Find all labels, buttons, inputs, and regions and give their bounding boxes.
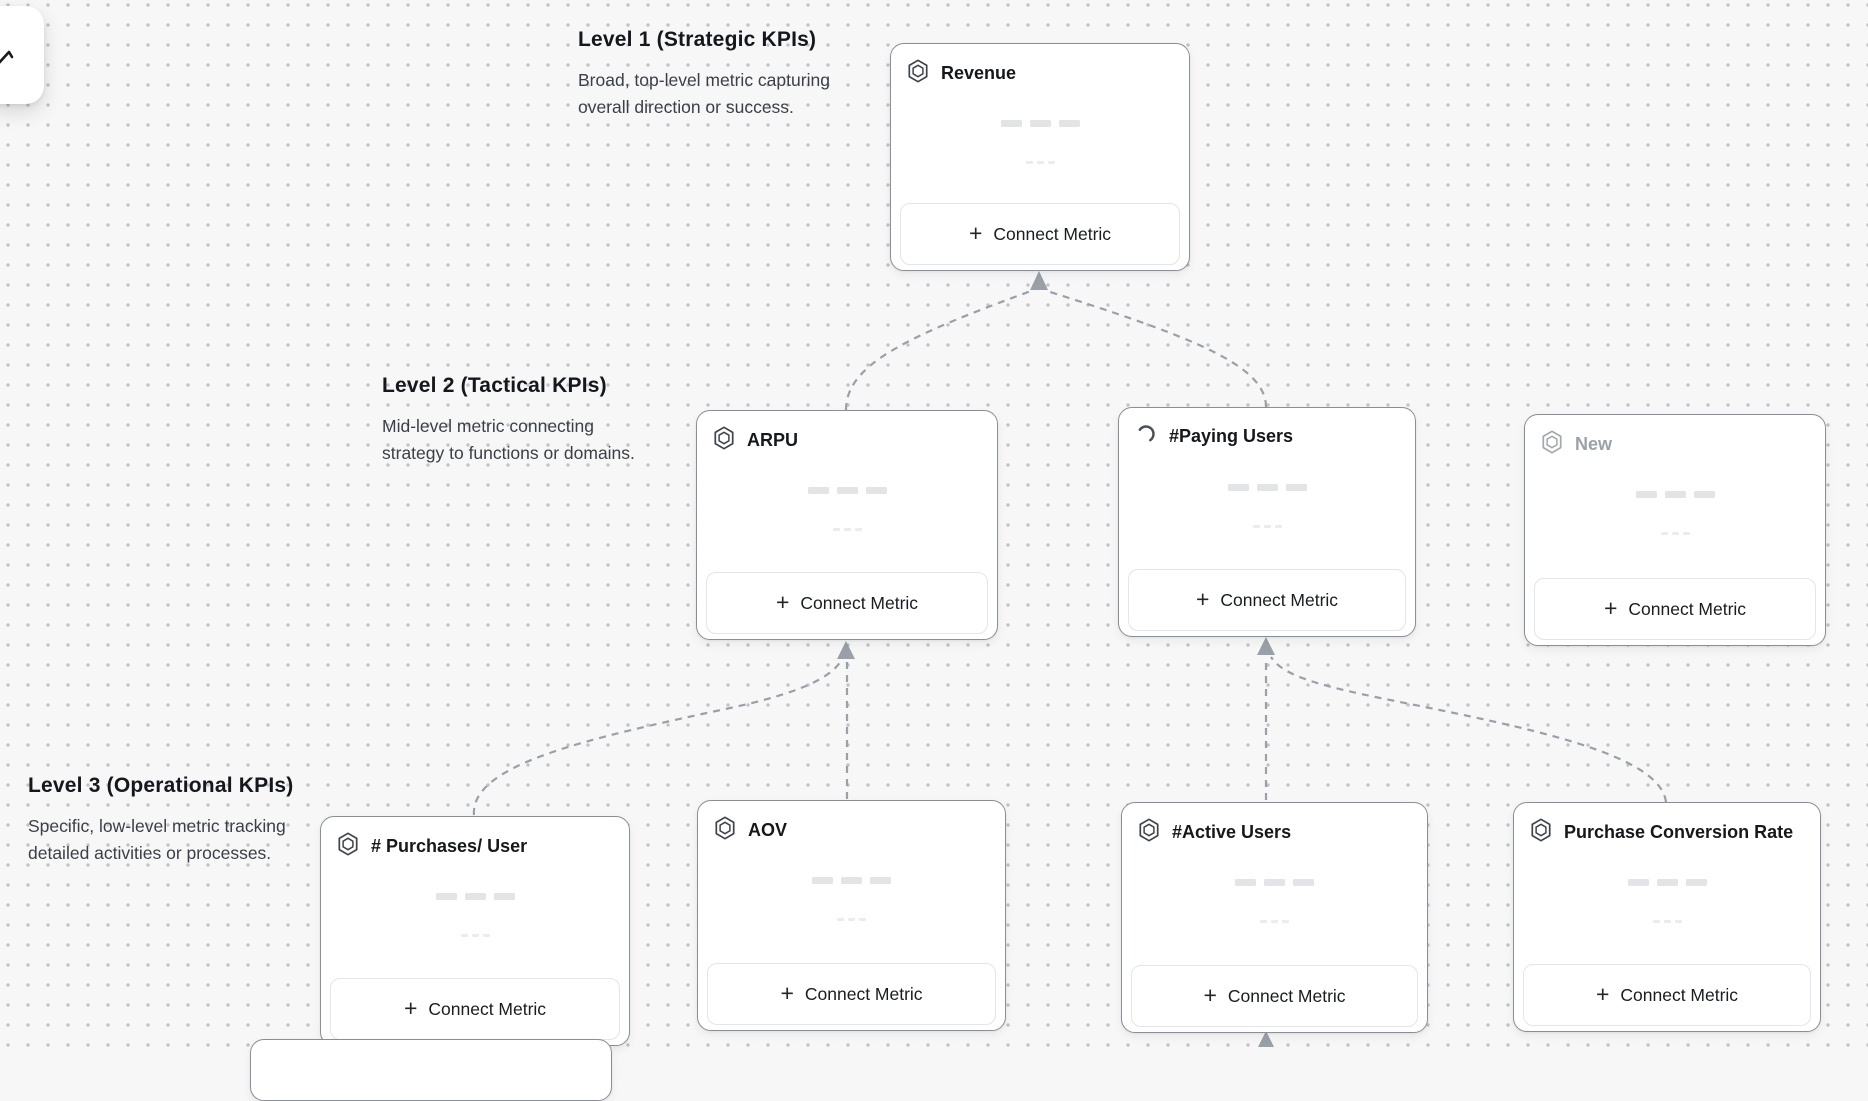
level-2-header: Level 2 (Tactical KPIs) Mid-level metric… [382, 374, 635, 467]
level-2-description: Mid-level metric connecting strategy to … [382, 416, 635, 463]
plus-icon: + [1595, 980, 1610, 1007]
connect-metric-button[interactable]: + Connect Metric [1523, 964, 1811, 1026]
hexagon-metric-icon [1138, 818, 1160, 847]
hexagon-metric-icon [337, 832, 359, 861]
level-3-description: Specific, low-level metric tracking deta… [28, 816, 286, 863]
connect-metric-button[interactable]: + Connect Metric [1128, 569, 1406, 631]
connect-metric-label: Connect Metric [428, 998, 547, 1019]
level-1-description: Broad, top-level metric capturing overal… [578, 70, 830, 117]
connect-metric-label: Connect Metric [1620, 984, 1739, 1005]
metric-placeholder-row-small [1119, 525, 1415, 528]
floating-toolbar[interactable] [0, 6, 44, 104]
hexagon-metric-icon [907, 59, 929, 88]
metric-placeholder-row [1514, 879, 1820, 886]
kpi-card-paying-users[interactable]: #Paying Users + Connect Metric [1118, 407, 1416, 637]
card-header: AOV [714, 816, 787, 845]
kpi-card-purchase-conversion-rate[interactable]: Purchase Conversion Rate + Connect Metri… [1513, 802, 1821, 1032]
kpi-card-partial[interactable] [250, 1039, 612, 1101]
card-header: #Paying Users [1135, 423, 1293, 450]
kpi-card-new[interactable]: New + Connect Metric [1524, 414, 1826, 646]
card-header: ARPU [713, 426, 798, 455]
kpi-card-title: Purchase Conversion Rate [1564, 822, 1794, 842]
card-header: # Purchases/ User [337, 832, 527, 861]
kpi-card-title: # Purchases/ User [371, 836, 528, 856]
kpi-card-title: Revenue [941, 63, 1017, 83]
kpi-card-title: New [1575, 434, 1613, 454]
plus-icon: + [780, 979, 794, 1006]
cursor-icon [0, 50, 14, 64]
hexagon-metric-icon [714, 816, 736, 845]
card-header: Purchase Conversion Rate [1530, 818, 1793, 847]
metric-placeholder-row-small [321, 934, 629, 937]
metric-placeholder-row [1119, 484, 1415, 491]
plus-icon: + [1603, 594, 1618, 621]
kpi-card-title: #Active Users [1172, 822, 1292, 842]
metric-placeholder-row [891, 120, 1189, 127]
kpi-card-title: ARPU [747, 430, 799, 450]
connect-metric-label: Connect Metric [804, 983, 923, 1004]
card-header: New [1541, 430, 1612, 459]
connect-metric-button[interactable]: + Connect Metric [900, 203, 1180, 265]
card-header: Revenue [907, 59, 1016, 88]
connect-metric-button[interactable]: + Connect Metric [707, 963, 996, 1025]
loading-spinner-icon [1135, 423, 1157, 450]
metric-placeholder-row [1525, 491, 1825, 498]
connect-metric-button[interactable]: + Connect Metric [1534, 578, 1816, 640]
connect-metric-label: Connect Metric [993, 223, 1112, 244]
plus-icon: + [1195, 585, 1210, 612]
hexagon-metric-icon [1541, 430, 1563, 459]
metric-placeholder-row-small [1122, 920, 1427, 923]
connect-metric-label: Connect Metric [1220, 589, 1339, 610]
hexagon-metric-icon [1530, 818, 1552, 847]
connect-metric-button[interactable]: + Connect Metric [706, 572, 988, 634]
kpi-card-revenue[interactable]: Revenue + Connect Metric [890, 43, 1190, 271]
metric-placeholder-row-small [891, 161, 1189, 164]
connect-metric-label: Connect Metric [800, 592, 919, 613]
metric-placeholder-row-small [1514, 920, 1820, 923]
kpi-card-purchases-user[interactable]: # Purchases/ User + Connect Metric [320, 816, 630, 1046]
kpi-card-arpu[interactable]: ARPU + Connect Metric [696, 410, 998, 640]
kpi-card-title: AOV [748, 820, 788, 840]
level-3-header: Level 3 (Operational KPIs) Specific, low… [28, 774, 293, 867]
connect-metric-button[interactable]: + Connect Metric [1131, 965, 1418, 1027]
level-3-title: Level 3 (Operational KPIs) [28, 774, 294, 797]
hexagon-metric-icon [713, 426, 735, 455]
kpi-card-title: #Paying Users [1169, 426, 1294, 446]
kpi-card-active-users[interactable]: #Active Users + Connect Metric [1121, 802, 1428, 1033]
metric-placeholder-row-small [697, 528, 997, 531]
metric-placeholder-row-small [698, 918, 1005, 921]
connect-metric-label: Connect Metric [1227, 985, 1346, 1006]
metric-placeholder-row [321, 893, 629, 900]
connect-metric-button[interactable]: + Connect Metric [330, 978, 620, 1040]
level-1-title: Level 1 (Strategic KPIs) [578, 28, 817, 51]
metric-placeholder-row-small [1525, 532, 1825, 535]
metric-placeholder-row [698, 877, 1005, 884]
plus-icon: + [403, 994, 418, 1021]
plus-icon: + [1203, 981, 1217, 1008]
level-1-header: Level 1 (Strategic KPIs) Broad, top-leve… [578, 28, 830, 121]
metric-placeholder-row [1122, 879, 1427, 886]
kpi-card-aov[interactable]: AOV + Connect Metric [697, 800, 1006, 1031]
plus-icon: + [968, 219, 983, 246]
plus-icon: + [775, 588, 790, 615]
level-2-title: Level 2 (Tactical KPIs) [382, 374, 607, 397]
metric-placeholder-row [697, 487, 997, 494]
card-header: #Active Users [1138, 818, 1291, 847]
connect-metric-label: Connect Metric [1628, 598, 1747, 619]
